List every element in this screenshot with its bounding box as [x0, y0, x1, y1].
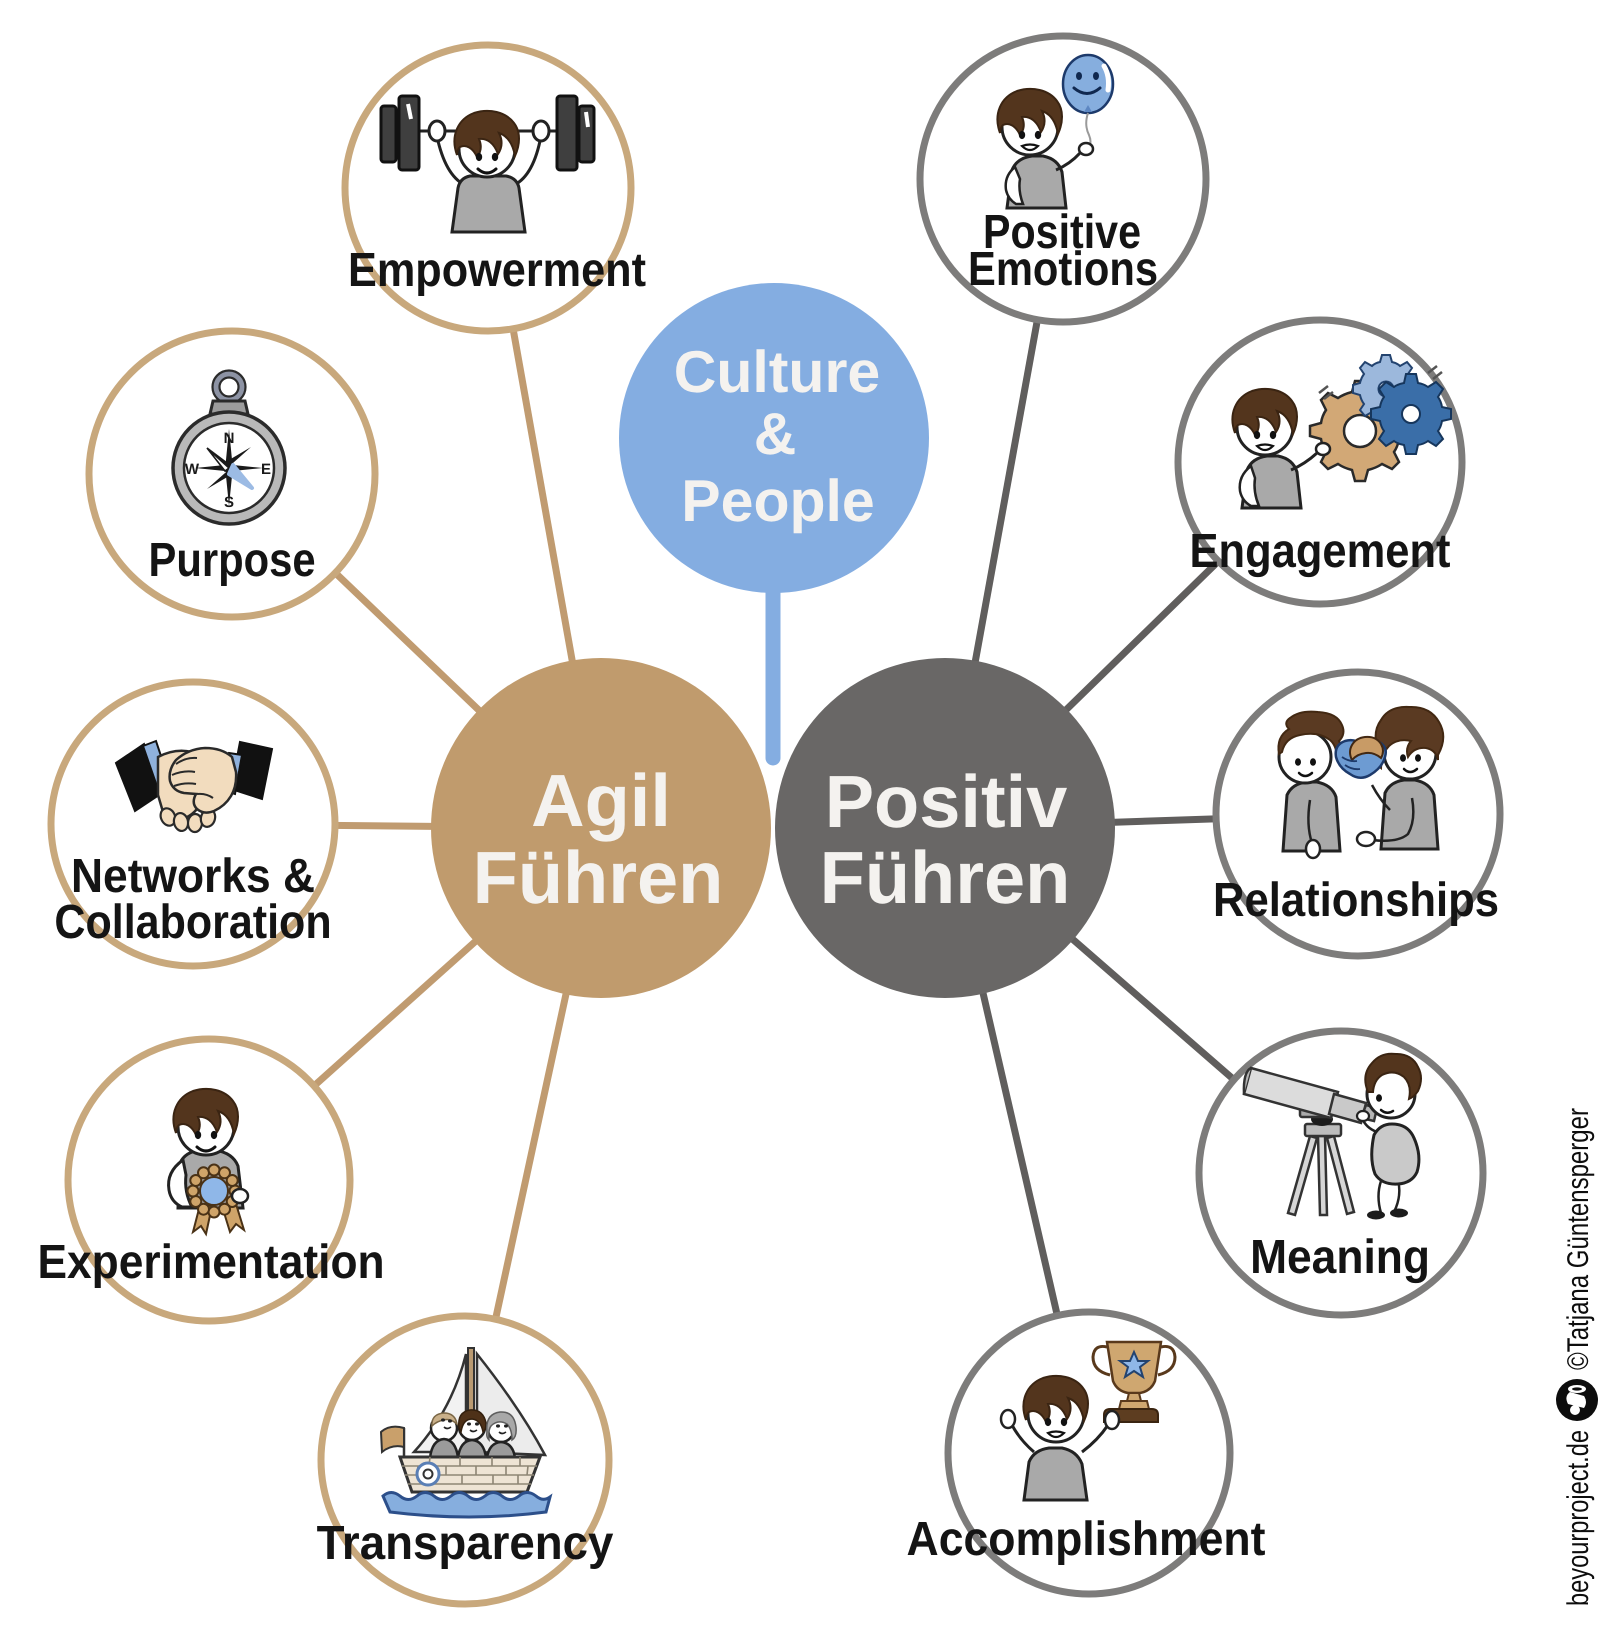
svg-text:Relationships: Relationships: [1213, 874, 1499, 927]
svg-text:Collaboration: Collaboration: [54, 896, 331, 949]
svg-text:Emotions: Emotions: [968, 243, 1158, 296]
svg-text:Networks &: Networks &: [71, 850, 315, 903]
svg-text:Engagement: Engagement: [1190, 525, 1451, 578]
svg-text:&: &: [754, 401, 797, 467]
svg-text:People: People: [681, 468, 874, 534]
svg-text:Führen: Führen: [473, 836, 724, 919]
svg-text:Führen: Führen: [820, 836, 1071, 919]
svg-text:Experimentation: Experimentation: [37, 1236, 384, 1289]
svg-text:Culture: Culture: [674, 339, 881, 405]
svg-text:Agil: Agil: [531, 759, 671, 842]
svg-text:beyourproject.de: beyourproject.de: [1562, 1430, 1595, 1606]
svg-text:Purpose: Purpose: [148, 534, 315, 587]
svg-text:©Tatjana Güntensperger: ©Tatjana Güntensperger: [1562, 1108, 1595, 1370]
svg-text:Positiv: Positiv: [825, 760, 1068, 843]
svg-text:Positive: Positive: [983, 206, 1141, 259]
svg-text:Transparency: Transparency: [317, 1517, 614, 1570]
svg-text:E: E: [261, 461, 271, 478]
svg-text:W: W: [185, 461, 200, 478]
svg-text:Empowerment: Empowerment: [348, 244, 646, 297]
svg-text:Accomplishment: Accomplishment: [907, 1513, 1266, 1566]
svg-text:Meaning: Meaning: [1250, 1231, 1430, 1284]
